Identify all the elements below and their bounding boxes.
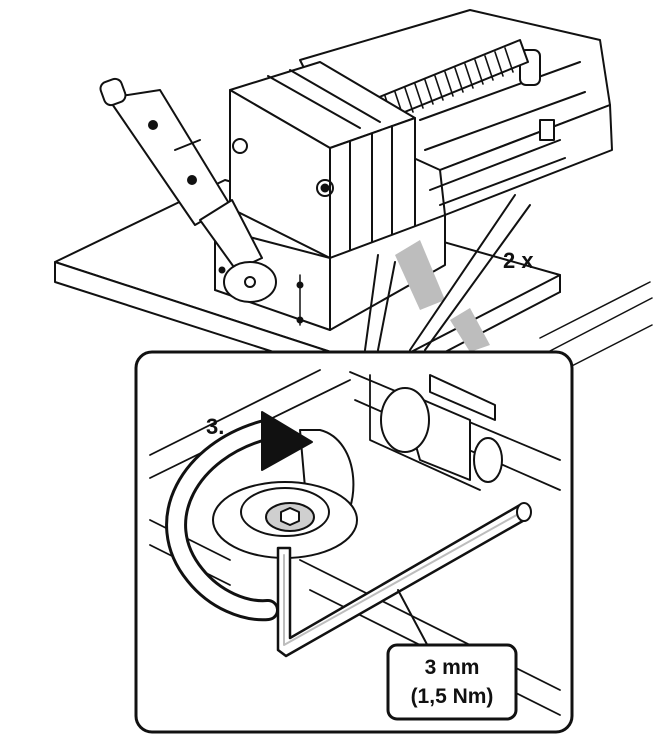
callout-box xyxy=(386,643,518,721)
movable-jaw xyxy=(229,61,416,259)
callout-leader xyxy=(397,589,431,651)
torque-spec-callout: 3 mm (1,5 Nm) xyxy=(386,643,518,721)
detail-leader-lines xyxy=(364,194,531,351)
screw-position-indicators xyxy=(395,240,490,352)
torque-value-label: (1,5 Nm) xyxy=(411,685,494,708)
quantity-label: 2 x xyxy=(503,248,534,273)
detail-washer-screw xyxy=(212,429,358,559)
clamping-lever xyxy=(99,77,277,303)
detail-inset: 3. 3 mm (1,5 Nm) xyxy=(134,350,574,734)
tool-size-label: 3 mm xyxy=(425,656,480,679)
hex-socket-screw-icon xyxy=(265,502,315,532)
vise-base-block xyxy=(214,214,446,331)
step-number-label: 3. xyxy=(206,414,224,439)
detail-cylinder xyxy=(380,374,503,483)
vise-overview: 2 x xyxy=(54,9,653,387)
allen-key-icon xyxy=(276,502,532,658)
clockwise-arrow-icon xyxy=(165,411,313,622)
